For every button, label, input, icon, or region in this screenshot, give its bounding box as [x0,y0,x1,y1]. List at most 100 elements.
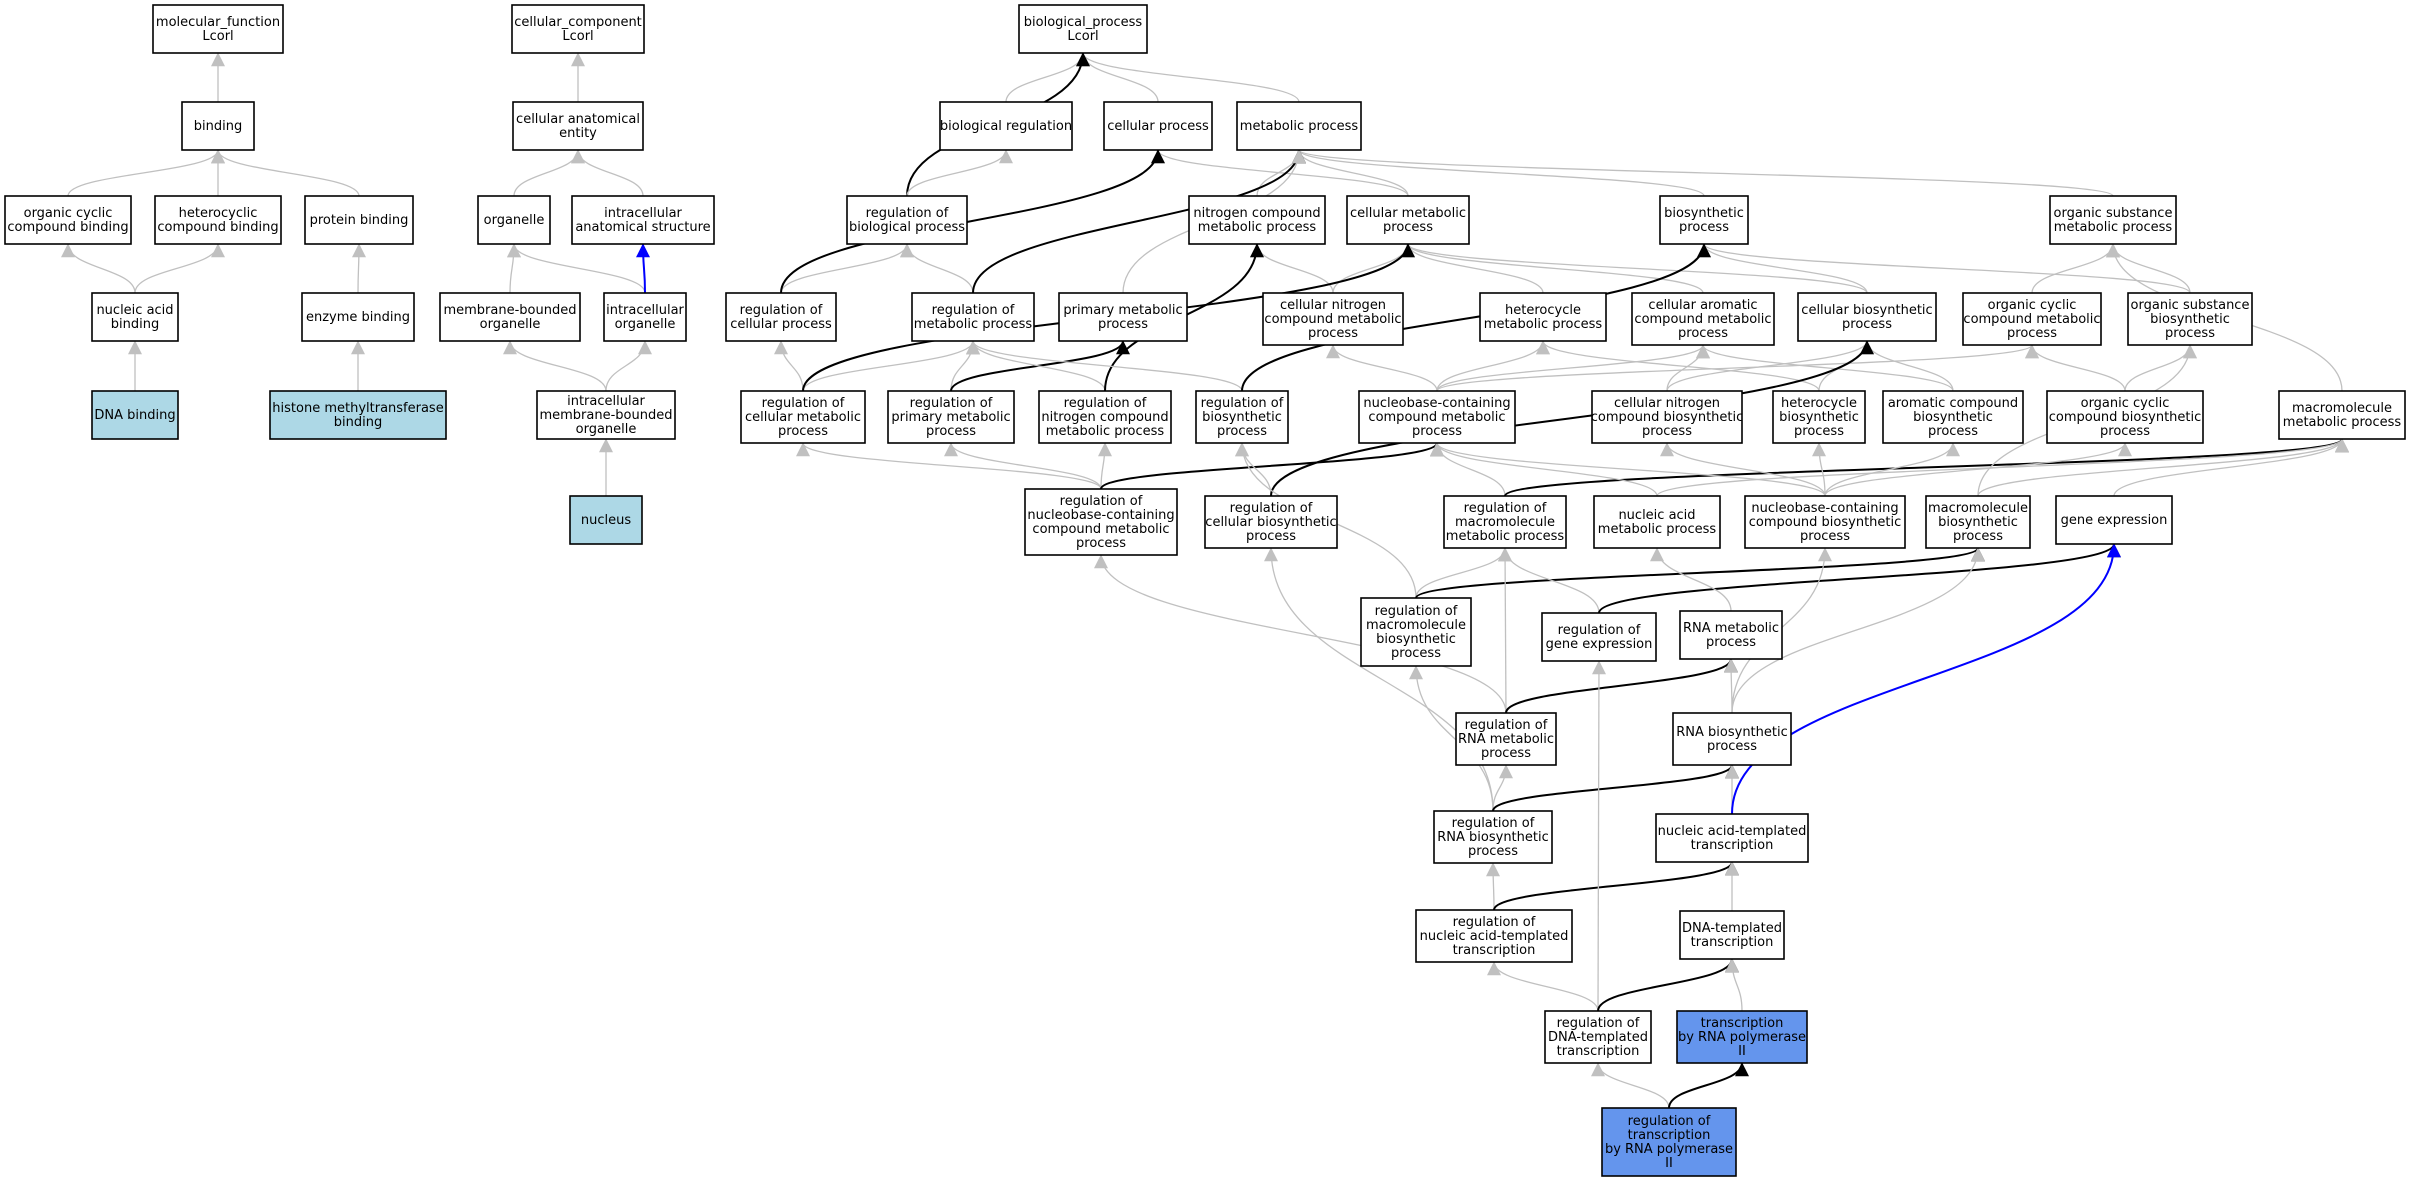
go-term-node-dnab[interactable]: DNA binding [91,390,179,440]
edge-rcbp-to-cbp [1270,340,1874,497]
node-label-line: cellular anatomical [516,112,640,127]
node-label-line: compound biosynthetic [1591,410,1744,425]
edge-rmabp-to-mabp [1415,547,1985,599]
node-label-line: cellular biosynthetic [1801,303,1932,318]
edge-rdtt-to-dtt [1597,958,1739,1012]
node-label-line: biosynthetic [1202,410,1282,425]
node-label-line: metabolic process [1484,317,1603,332]
edge-occmp-to-osmp [2031,243,2120,294]
go-term-node-ge[interactable]: gene expression [2055,495,2173,545]
node-label-line: transcription [1557,1044,1640,1059]
edge-imbo-to-mbo [503,340,607,392]
go-term-node-nuc[interactable]: nucleus [569,495,643,545]
go-term-node-rnbcmp[interactable]: regulation ofnucleobase-containingcompou… [1024,488,1178,556]
go-term-node-org[interactable]: organelle [477,195,551,245]
node-box [2049,195,2177,245]
node-label-line: biological process [849,220,965,235]
node-label-line: biosynthetic [1664,206,1744,221]
node-label-line: regulation of [1201,396,1284,411]
node-box [571,195,715,245]
node-box [1772,390,1866,444]
go-term-node-binding[interactable]: binding [181,101,255,151]
node-box [1479,292,1607,342]
go-term-node-cp[interactable]: cellular process [1103,101,1213,151]
node-label-line: intracellular [606,303,684,318]
node-label-line: regulation of [1464,501,1547,516]
node-label-line: regulation of [1465,718,1548,733]
go-term-node-breg[interactable]: biological regulation [939,101,1073,151]
go-term-node-eb[interactable]: enzyme binding [301,292,415,342]
node-label-line: metabolic process [1046,424,1165,439]
node-label-line: regulation of [1557,1016,1640,1031]
node-label-line: process [1794,424,1844,439]
edge-rnbcmp-to-rpmp [944,442,1102,490]
node-label-line: organic substance [2131,298,2250,313]
go-term-node-pb[interactable]: protein binding [304,195,414,245]
node-label-line: regulation of [1628,1114,1711,1129]
node-label-line: nucleobase-containing [1363,396,1510,411]
node-label-line: Lcorl [562,29,593,44]
go-term-node-rmabp[interactable]: regulation ofmacromoleculebiosyntheticpr… [1360,597,1472,667]
node-box [1188,195,1326,245]
node-label-line: biological regulation [940,119,1072,134]
edge-occbp-to-occmp [2025,344,2126,392]
edge-nbcmp-to-hmp [1436,340,1550,392]
node-label-line: biosynthetic [1913,410,1993,425]
node-label-line: compound metabolic [1963,312,2100,327]
node-label-line: process [1383,220,1433,235]
go-term-node-mp[interactable]: metabolic process [1236,101,1362,151]
